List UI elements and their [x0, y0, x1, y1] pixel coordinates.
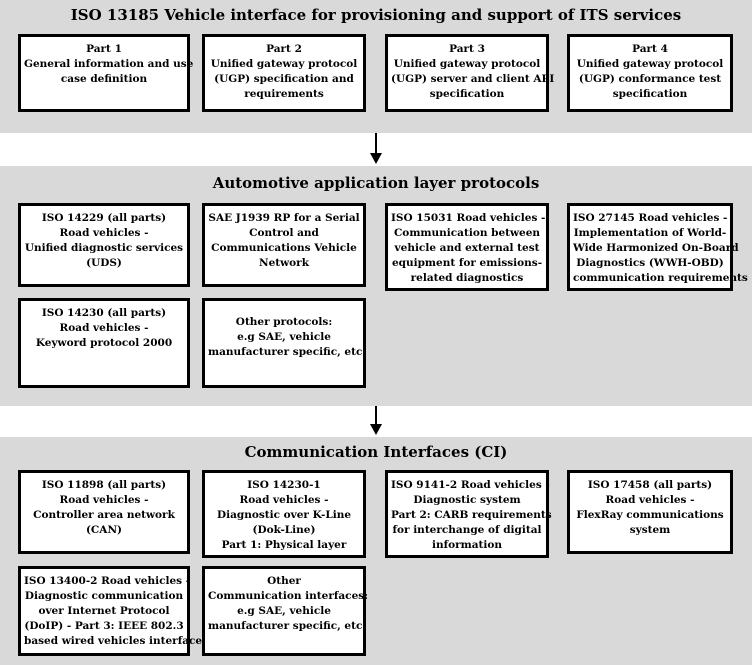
box-text-line: Unified gateway protocol — [576, 58, 724, 70]
box-text-line: over Internet Protocol — [38, 605, 170, 617]
box-text-line: Communication interfaces: — [208, 590, 369, 602]
box-text-line: Diagnostics (WWH-OBD) — [576, 257, 724, 269]
box-iso15031: ISO 15031 Road vehicles - Communication b… — [385, 203, 549, 291]
box-text-line: Road vehicles - — [59, 322, 149, 334]
box-text-line: Communications Vehicle — [211, 242, 357, 254]
box-text-line: General information and use — [24, 58, 194, 70]
down-arrow-icon — [370, 133, 382, 164]
box-text-line: ISO 14229 (all parts) — [41, 212, 167, 224]
box-part1-general-information: Part 1 General information and use case de… — [18, 34, 194, 112]
down-arrow-icon — [370, 406, 382, 435]
box-text-line: ISO 15031 Road vehicles - — [391, 212, 546, 224]
box-text-line: (DoIP) - Part 3: IEEE 802.3 — [24, 620, 184, 632]
box-text-line: ISO 14230 (all parts) — [41, 307, 167, 319]
box-other-protocols: Other protocols: e.g SAE, vehicle manufact… — [202, 298, 366, 388]
box-text-line: Diagnostic communication — [24, 590, 184, 602]
box-text-line: Part 2: CARB requirements — [391, 509, 552, 521]
box-text-line: ISO 17458 (all parts) — [587, 479, 713, 491]
section-title-communication-interfaces: Communication Interfaces (CI) — [244, 443, 508, 461]
box-text-line: e.g SAE, vehicle — [237, 605, 331, 617]
box-text-line: Part 3 — [449, 43, 485, 55]
box-text-line: Wide Harmonized On-Board — [573, 242, 739, 254]
box-text-line: Implementation of World- — [573, 227, 727, 239]
box-text-line: Road vehicles - — [605, 494, 695, 506]
box-text-line: FlexRay communications — [576, 509, 724, 521]
box-text-line: (CAN) — [85, 524, 123, 536]
box-text-line: (Dok-Line) — [252, 524, 316, 536]
box-text-line: information — [431, 539, 503, 551]
box-text-line: Diagnostic over K-Line — [216, 509, 352, 521]
box-text-line: Diagnostic system — [413, 494, 521, 506]
box-text-line: Control and — [249, 227, 319, 239]
box-text-line: Road vehicles - — [59, 227, 149, 239]
box-text-line: requirements — [244, 88, 324, 100]
box-text-line: Unified diagnostic services — [24, 242, 184, 254]
box-text-line: Other — [267, 575, 301, 587]
box-text-line: communication requirements — [573, 272, 748, 284]
box-text-line: Network — [259, 257, 309, 269]
box-text-line: Controller area network — [33, 509, 175, 521]
box-text-line: (UGP) specification and — [214, 73, 354, 85]
box-text-line: case definition — [60, 73, 148, 85]
box-text-line: Part 2 — [266, 43, 302, 55]
box-text-line: Unified gateway protocol — [210, 58, 358, 70]
section-title-iso13185: ISO 13185 Vehicle interface for provisio… — [70, 6, 682, 24]
box-text-line: Part 4 — [632, 43, 668, 55]
box-iso14229-uds: ISO 14229 (all parts) Road vehicles - Unif… — [18, 203, 190, 287]
box-text-line: e.g SAE, vehicle — [237, 331, 331, 343]
box-iso11898-can: ISO 11898 (all parts) Road vehicles - Cont… — [18, 470, 190, 554]
box-text-line: system — [629, 524, 671, 536]
box-text-line: Road vehicles - — [59, 494, 149, 506]
box-text-line: equipment for emissions- — [391, 257, 543, 269]
box-text-line: specification — [429, 88, 505, 100]
box-text-line: Communication between — [393, 227, 541, 239]
box-text-line: (UDS) — [86, 257, 122, 269]
box-text-line: ISO 11898 (all parts) — [41, 479, 167, 491]
box-iso14230-keyword-protocol: ISO 14230 (all parts) Road vehicles - Keyw… — [18, 298, 190, 388]
box-text-line: manufacturer specific, etc. — [208, 620, 367, 632]
box-part2-ugp-specification: Part 2 Unified gateway protocol (UGP) spec… — [202, 34, 366, 112]
box-text-line: manufacturer specific, etc. — [208, 346, 367, 358]
box-text-line: based wired vehicles interface — [24, 635, 203, 647]
box-text-line: vehicle and external test — [394, 242, 540, 254]
box-text-line: Part 1: Physical layer — [221, 539, 347, 551]
box-text-line: specification — [612, 88, 688, 100]
box-text-line: ISO 14230-1 — [247, 479, 321, 491]
box-text-line: for interchange of digital — [392, 524, 542, 536]
box-text-line: (UGP) server and client API — [391, 73, 555, 85]
box-text-line: ISO 9141-2 Road vehicles - — [391, 479, 550, 491]
box-iso17458-flexray: ISO 17458 (all parts) Road vehicles - Flex… — [567, 470, 733, 554]
box-text-line: Road vehicles - — [239, 494, 329, 506]
box-text-line: SAE J1939 RP for a Serial — [208, 212, 360, 224]
box-text-line: Unified gateway protocol — [393, 58, 541, 70]
box-text-line: Part 1 — [86, 43, 122, 55]
box-text-line: ISO 13400-2 Road vehicles - — [24, 575, 191, 587]
box-text-line: Other protocols: — [235, 316, 333, 328]
box-iso9141-2-carb: ISO 9141-2 Road vehicles - Diagnostic sys… — [385, 470, 552, 558]
box-part4-ugp-conformance-test: Part 4 Unified gateway protocol (UGP) conf… — [567, 34, 733, 112]
box-iso27145-wwh-obd: ISO 27145 Road vehicles - Implementation … — [567, 203, 748, 291]
box-part3-ugp-server-client-api: Part 3 Unified gateway protocol (UGP) serv… — [385, 34, 555, 112]
box-text-line: related diagnostics — [410, 272, 524, 284]
section-title-application-protocols: Automotive application layer protocols — [212, 174, 540, 192]
box-text-line: (UGP) conformance test — [578, 73, 722, 85]
box-text-line: Keyword protocol 2000 — [35, 337, 173, 349]
box-text-line: ISO 27145 Road vehicles - — [573, 212, 728, 224]
box-iso13400-2-doip: ISO 13400-2 Road vehicles - Diagnostic co… — [18, 566, 203, 656]
